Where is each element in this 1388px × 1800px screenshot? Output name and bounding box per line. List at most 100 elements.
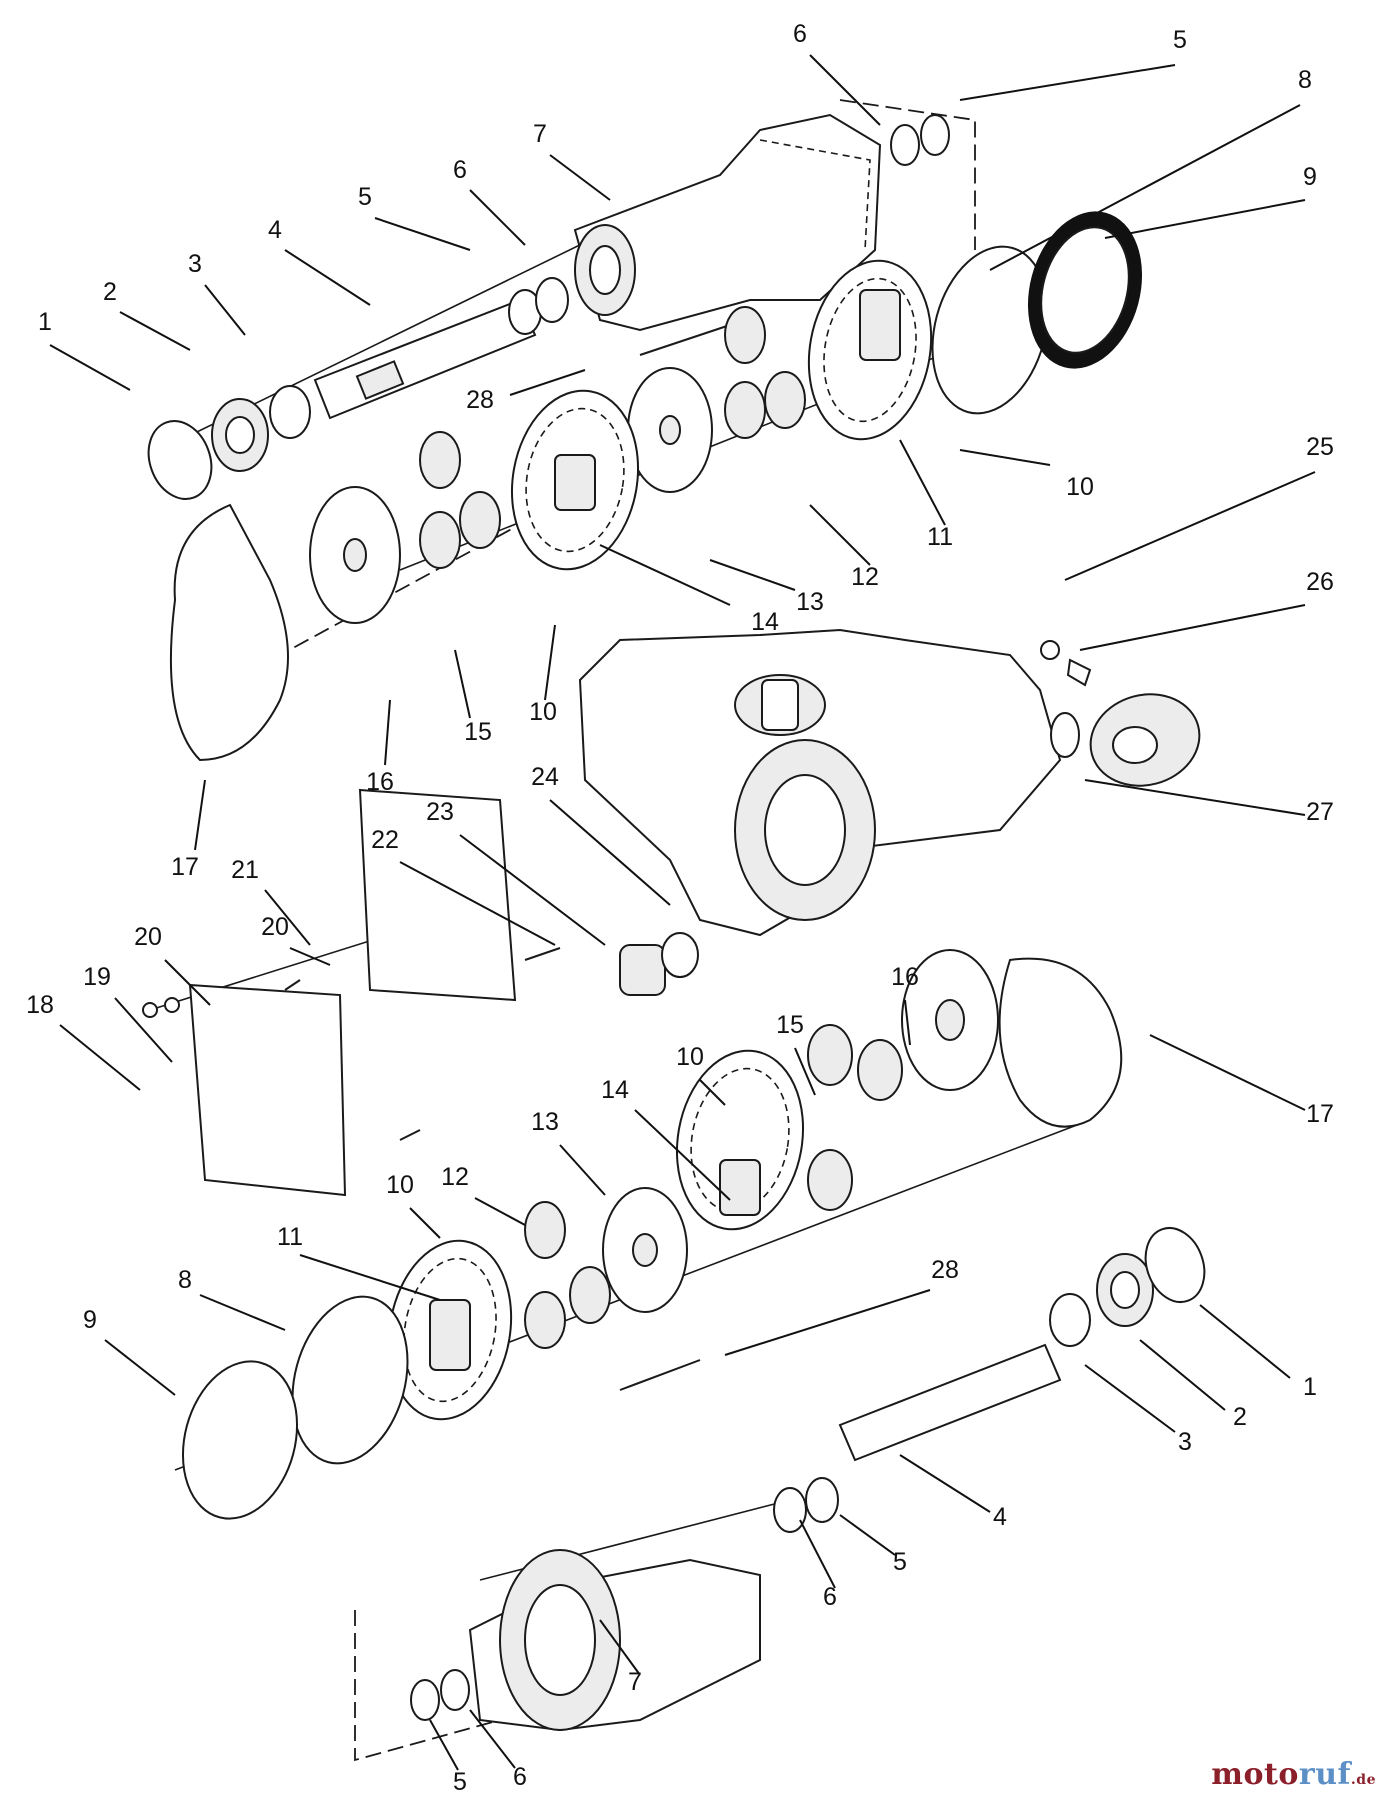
- check-ball: [1040, 640, 1060, 660]
- leader-line: [459, 834, 606, 946]
- planet-gear: [724, 381, 766, 439]
- callout-label: 25: [1306, 433, 1334, 461]
- cover-plate: [188, 983, 347, 1197]
- screw: [284, 979, 301, 991]
- callout-label: 12: [851, 563, 879, 591]
- ring-gear-hidden: [525, 407, 625, 553]
- leader-line: [374, 217, 471, 251]
- bolt: [619, 1359, 701, 1391]
- callout-label: 9: [1303, 163, 1317, 191]
- leader-line: [839, 1514, 896, 1556]
- gasket: [169, 503, 289, 762]
- callout-label: 7: [628, 1668, 642, 1696]
- callout-label: 24: [531, 763, 559, 791]
- cylinder-block-bore: [1112, 726, 1158, 764]
- callout-label: 21: [231, 856, 259, 884]
- planet-carrier-hub: [343, 538, 367, 572]
- leader-line: [509, 369, 586, 396]
- leader-line: [899, 439, 946, 526]
- callout-label: 14: [601, 1076, 629, 1104]
- callout-label: 14: [751, 608, 779, 636]
- leader-line: [59, 1024, 141, 1091]
- callout-label: 3: [188, 250, 202, 278]
- callout-label: 6: [823, 1583, 837, 1611]
- leader-line: [904, 999, 911, 1046]
- leader-line: [409, 1207, 441, 1239]
- callout-label: 9: [83, 1306, 97, 1334]
- callout-label: 17: [171, 853, 199, 881]
- carrier-drum-hidden: [403, 1257, 497, 1403]
- brake-disc-face: [1040, 226, 1130, 354]
- plug: [619, 944, 666, 996]
- snap-ring: [147, 420, 213, 500]
- lower-assembly: [181, 949, 1206, 1732]
- callout-label: 4: [993, 1503, 1007, 1531]
- callout-label: 12: [441, 1163, 469, 1191]
- o-ring: [440, 1669, 470, 1711]
- planet-gear: [857, 1039, 903, 1101]
- leader-line: [284, 249, 371, 306]
- leader-line: [599, 1619, 641, 1676]
- center-plate: [358, 788, 517, 1002]
- callout-label: 8: [178, 1266, 192, 1294]
- callout-label: 18: [26, 991, 54, 1019]
- callout-label: 5: [453, 1768, 467, 1796]
- leader-line: [474, 1197, 526, 1226]
- leader-line: [1149, 1034, 1306, 1111]
- callout-label: 28: [466, 386, 494, 414]
- callout-label: 19: [83, 963, 111, 991]
- callout-label: 3: [1178, 1428, 1192, 1456]
- screw: [524, 947, 561, 961]
- callout-label: 5: [893, 1548, 907, 1576]
- carrier-hub: [859, 289, 901, 361]
- callout-label: 17: [1306, 1100, 1334, 1128]
- leader-line: [1084, 779, 1306, 816]
- planet-gear: [807, 1024, 853, 1086]
- axle-shaft: [838, 1343, 1062, 1462]
- carrier-plate-hub: [659, 415, 681, 445]
- leader-line: [809, 504, 871, 566]
- washer: [1049, 1293, 1091, 1347]
- washer: [164, 997, 180, 1013]
- watermark-suffix: .de: [1350, 1772, 1376, 1788]
- planet-gear: [524, 1291, 566, 1349]
- callout-label: 13: [796, 588, 824, 616]
- planet-gear: [724, 306, 766, 364]
- ring-gear: [675, 1049, 805, 1231]
- callout-label: 26: [1306, 568, 1334, 596]
- watermark-part1: moto: [1211, 1757, 1299, 1792]
- ring-gear-hub: [719, 1159, 761, 1216]
- check-spring: [1066, 658, 1092, 687]
- callout-label: 6: [793, 20, 807, 48]
- retaining-ring: [920, 114, 950, 156]
- callout-label: 11: [277, 1223, 303, 1251]
- callout-label: 6: [453, 156, 467, 184]
- leader-line: [164, 959, 211, 1006]
- leader-line: [709, 559, 796, 591]
- callout-label: 16: [366, 768, 394, 796]
- leader-line: [194, 779, 206, 851]
- leader-line: [49, 344, 131, 391]
- leader-line: [1084, 1364, 1176, 1433]
- leader-line: [429, 1719, 459, 1771]
- leader-line: [299, 1254, 441, 1301]
- o-ring: [890, 124, 920, 166]
- housing-flange-bore: [764, 774, 846, 886]
- callout-label: 16: [891, 963, 919, 991]
- watermark-logo: motoruf.de: [1211, 1757, 1376, 1792]
- bearing-bore: [225, 416, 255, 454]
- planet-gear: [524, 1201, 566, 1259]
- watermark-part2: ruf: [1298, 1757, 1351, 1792]
- leader-line: [1199, 1304, 1291, 1379]
- center-housing: [578, 628, 1201, 937]
- planet-gear: [764, 371, 806, 429]
- leader-line: [549, 154, 611, 201]
- callout-label: 23: [426, 798, 454, 826]
- retaining-ring: [805, 1477, 839, 1523]
- thrust-washer: [1050, 712, 1080, 758]
- valve-plates: [142, 788, 699, 1197]
- axle-housing: [573, 113, 882, 332]
- carrier-drum-hidden: [823, 277, 917, 423]
- callout-label: 27: [1306, 798, 1334, 826]
